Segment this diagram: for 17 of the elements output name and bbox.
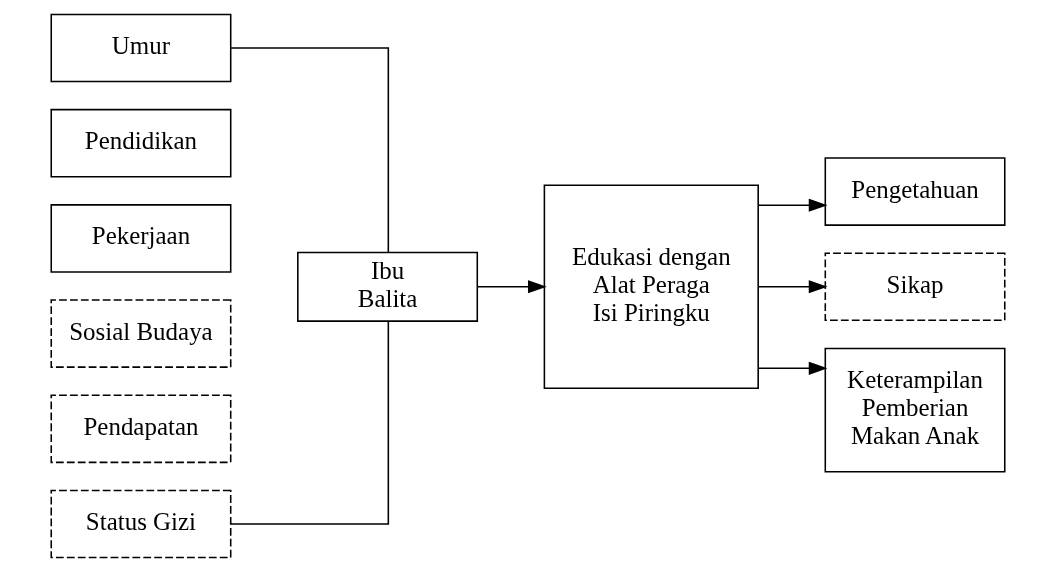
connector [229,47,389,253]
node-box: Pengetahuan [824,157,1006,226]
node-box: Edukasi dengan Alat Peraga Isi Piringku [543,184,759,389]
arrow [757,280,827,294]
node-box: Pendapatan [49,394,231,464]
arrow [476,280,547,294]
node-box: Pekerjaan [49,204,231,273]
node-box: Status Gizi [49,489,231,559]
arrow [757,198,827,212]
node-box: Keterampilan Pemberian Makan Anak [824,347,1006,473]
connector [229,320,389,525]
node-box: Sikap [824,252,1006,322]
node-box: Umur [49,13,231,83]
node-box: Ibu Balita [296,251,478,322]
node-box: Pendidikan [49,108,231,178]
arrow [757,361,827,375]
node-box: Sosial Budaya [49,299,231,368]
